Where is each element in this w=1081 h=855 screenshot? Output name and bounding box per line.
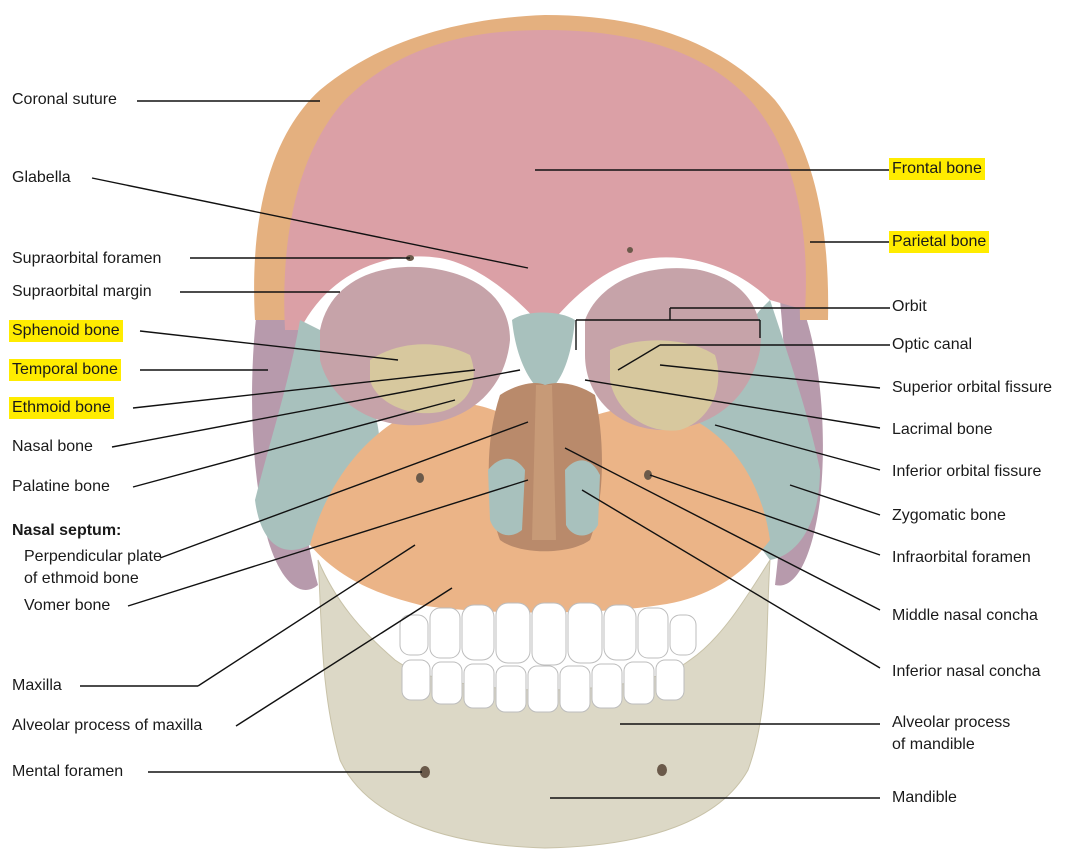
lower-teeth [401,659,685,713]
label-perpendicular-plate-line2: of ethmoid bone [24,570,139,587]
label-alveolar-process-maxilla: Alveolar process of maxilla [12,717,203,734]
frontal-bone [284,30,806,330]
label-parietal-bone: Parietal bone [889,231,990,253]
label-infraorbital-foramen: Infraorbital foramen [892,549,1031,566]
label-supraorbital-foramen: Supraorbital foramen [12,250,162,267]
sphenoid-left [370,344,474,414]
label-mental-foramen: Mental foramen [12,763,124,780]
sphenoid-right [610,340,719,431]
label-mandible: Mandible [892,789,957,806]
label-zygomatic-bone: Zygomatic bone [892,507,1006,524]
label-glabella: Glabella [12,169,71,186]
label-coronal-suture: Coronal suture [12,91,117,108]
label-supraorbital-margin: Supraorbital margin [12,283,152,300]
zygomatic-right [660,300,820,560]
label-middle-nasal-concha: Middle nasal concha [892,607,1038,624]
concha-left [488,458,525,536]
leader-lines [80,100,890,799]
label-palatine-bone: Palatine bone [12,478,110,495]
label-alveolar-process-mandible-line1: Alveolar process [892,714,1011,731]
label-vomer-bone: Vomer bone [24,597,111,614]
nasal-bone-shape [512,312,575,395]
label-lacrimal-bone: Lacrimal bone [892,421,993,438]
foramina [406,247,667,778]
label-frontal-bone: Frontal bone [889,158,985,180]
label-inferior-orbital-fissure: Inferior orbital fissure [892,463,1042,480]
label-perpendicular-plate-line1: Perpendicular plate [24,548,162,565]
label-nasal-bone: Nasal bone [12,438,93,455]
nasal-septum-shape [532,385,556,540]
label-nasal-septum: Nasal septum: [12,522,122,539]
label-superior-orbital-fissure: Superior orbital fissure [892,379,1053,396]
label-inferior-nasal-concha: Inferior nasal concha [892,663,1041,680]
label-alveolar-process-mandible-line2: of mandible [892,736,975,753]
label-optic-canal: Optic canal [892,336,973,353]
concha-right [565,460,600,536]
label-ethmoid-bone: Ethmoid bone [9,397,114,419]
label-orbit: Orbit [892,298,927,315]
upper-teeth [399,602,697,666]
label-temporal-bone: Temporal bone [9,359,121,381]
label-sphenoid-bone: Sphenoid bone [9,320,123,342]
label-maxilla: Maxilla [12,677,62,694]
